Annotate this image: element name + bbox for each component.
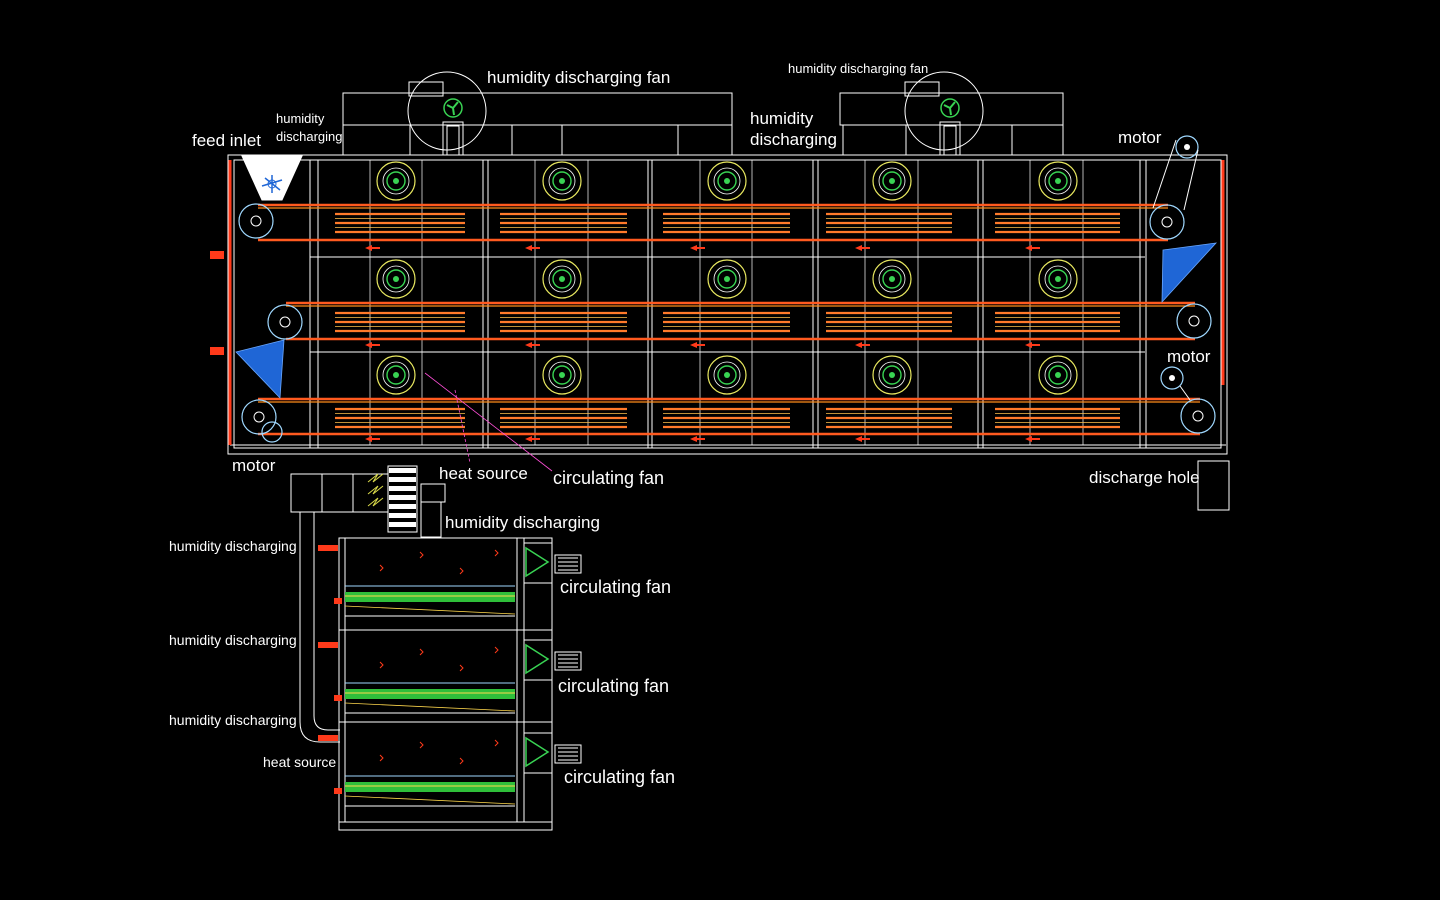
fan-icon [542, 259, 582, 299]
circulating-fans [376, 161, 1078, 395]
fan-motor [554, 744, 582, 764]
arrow-left-icon [1025, 342, 1040, 348]
humidity-fan-label-2: humidity discharging fan [788, 61, 928, 76]
arrow-left-icon [855, 245, 870, 251]
humidity-small-label-1: humidity [276, 111, 325, 126]
feed-inlet-label: feed inlet [192, 131, 261, 150]
arrow-left-icon [1025, 436, 1040, 442]
left-side-pipe [210, 160, 1225, 445]
side-humidity-label-1: humidity discharging [169, 538, 297, 554]
heating-tube [345, 689, 515, 699]
hopper-icon [1161, 242, 1218, 304]
leader-lines [424, 372, 553, 472]
humidity-hood-right [839, 71, 1064, 156]
humidity-hood-left [342, 71, 733, 156]
arrow-left-icon [690, 342, 705, 348]
fan-icon [872, 355, 912, 395]
discharge-hole [1197, 460, 1230, 511]
roller-icon [238, 203, 274, 239]
heat-exchanger [387, 465, 418, 533]
heat-grille [389, 468, 416, 527]
side-tiers [318, 542, 582, 807]
roller-icon [1180, 398, 1216, 434]
fan-icon [542, 355, 582, 395]
humidity-fan-label-1: humidity discharging fan [487, 68, 670, 87]
side-humidity-label-3: humidity discharging [169, 712, 297, 728]
transfer-hoppers [235, 242, 1218, 399]
humidity-small-label-2: discharging [276, 129, 343, 144]
feed-hopper [241, 155, 303, 201]
fan-icon [872, 259, 912, 299]
motor-label-top-right: motor [1118, 128, 1162, 147]
side-view [290, 465, 582, 831]
fan-icon [525, 736, 550, 768]
arrow-left-icon [690, 436, 705, 442]
arrow-left-icon [525, 436, 540, 442]
side-circ-fan-label-3: circulating fan [564, 767, 675, 787]
hopper-icon [235, 339, 285, 399]
arrow-left-icon [318, 545, 338, 551]
arrow-left-icon [525, 245, 540, 251]
arrow-left-icon [525, 342, 540, 348]
fan-icon [443, 98, 463, 118]
flow-arrows [365, 245, 1040, 442]
roller-icon [1149, 204, 1185, 240]
circulating-fan-label: circulating fan [553, 468, 664, 488]
side-heat-source-label: heat source [263, 754, 336, 770]
arrow-left-icon [855, 342, 870, 348]
fan-icon [707, 355, 747, 395]
heater-coils [335, 212, 1120, 429]
side-circ-fan-label-1: circulating fan [560, 577, 671, 597]
discharge-hole-label: discharge hole [1089, 468, 1200, 487]
humidity-discharging-side-label: humidity discharging [445, 513, 600, 532]
arrow-left-icon [1025, 245, 1040, 251]
arrow-left-icon [365, 245, 380, 251]
side-circ-fan-label-2: circulating fan [558, 676, 669, 696]
arrow-left-icon [365, 342, 380, 348]
labels: feed inlet humidity discharging fan humi… [169, 61, 1211, 787]
heating-tube [345, 782, 515, 792]
humidity-mid-label-1: humidity [750, 109, 814, 128]
fan-icon [872, 161, 912, 201]
arrow-left-icon [318, 735, 338, 741]
fan-icon [1038, 355, 1078, 395]
arrow-left-icon [318, 642, 338, 648]
rollers [238, 135, 1216, 443]
fan-icon [707, 259, 747, 299]
fan-motor [554, 554, 582, 574]
fan-icon [1038, 259, 1078, 299]
roller-icon [267, 304, 303, 340]
fan-icon [525, 546, 550, 578]
fan-icon [376, 355, 416, 395]
motor-label-mid-right: motor [1167, 347, 1211, 366]
fan-icon [525, 643, 550, 675]
motor-pulley-icon [1160, 366, 1184, 390]
roller-icon [241, 399, 277, 435]
motor-label-bottom-left: motor [232, 456, 276, 475]
fan-icon [376, 161, 416, 201]
heat-source-label: heat source [439, 464, 528, 483]
star-feeder-icon [261, 175, 283, 193]
arrow-left-icon [365, 436, 380, 442]
arrow-left-icon [855, 436, 870, 442]
conveyor-belts [258, 203, 1200, 436]
heating-tube [345, 592, 515, 602]
roller-icon [1176, 303, 1212, 339]
fan-icon [707, 161, 747, 201]
fan-icon [542, 161, 582, 201]
arrow-left-icon [690, 245, 705, 251]
fan-icon [1038, 161, 1078, 201]
side-humidity-label-2: humidity discharging [169, 632, 297, 648]
fan-icon [940, 98, 960, 118]
humidity-mid-label-2: discharging [750, 130, 837, 149]
fan-motor [554, 651, 582, 671]
fan-icon [376, 259, 416, 299]
motor-pulley-icon [1175, 135, 1199, 159]
